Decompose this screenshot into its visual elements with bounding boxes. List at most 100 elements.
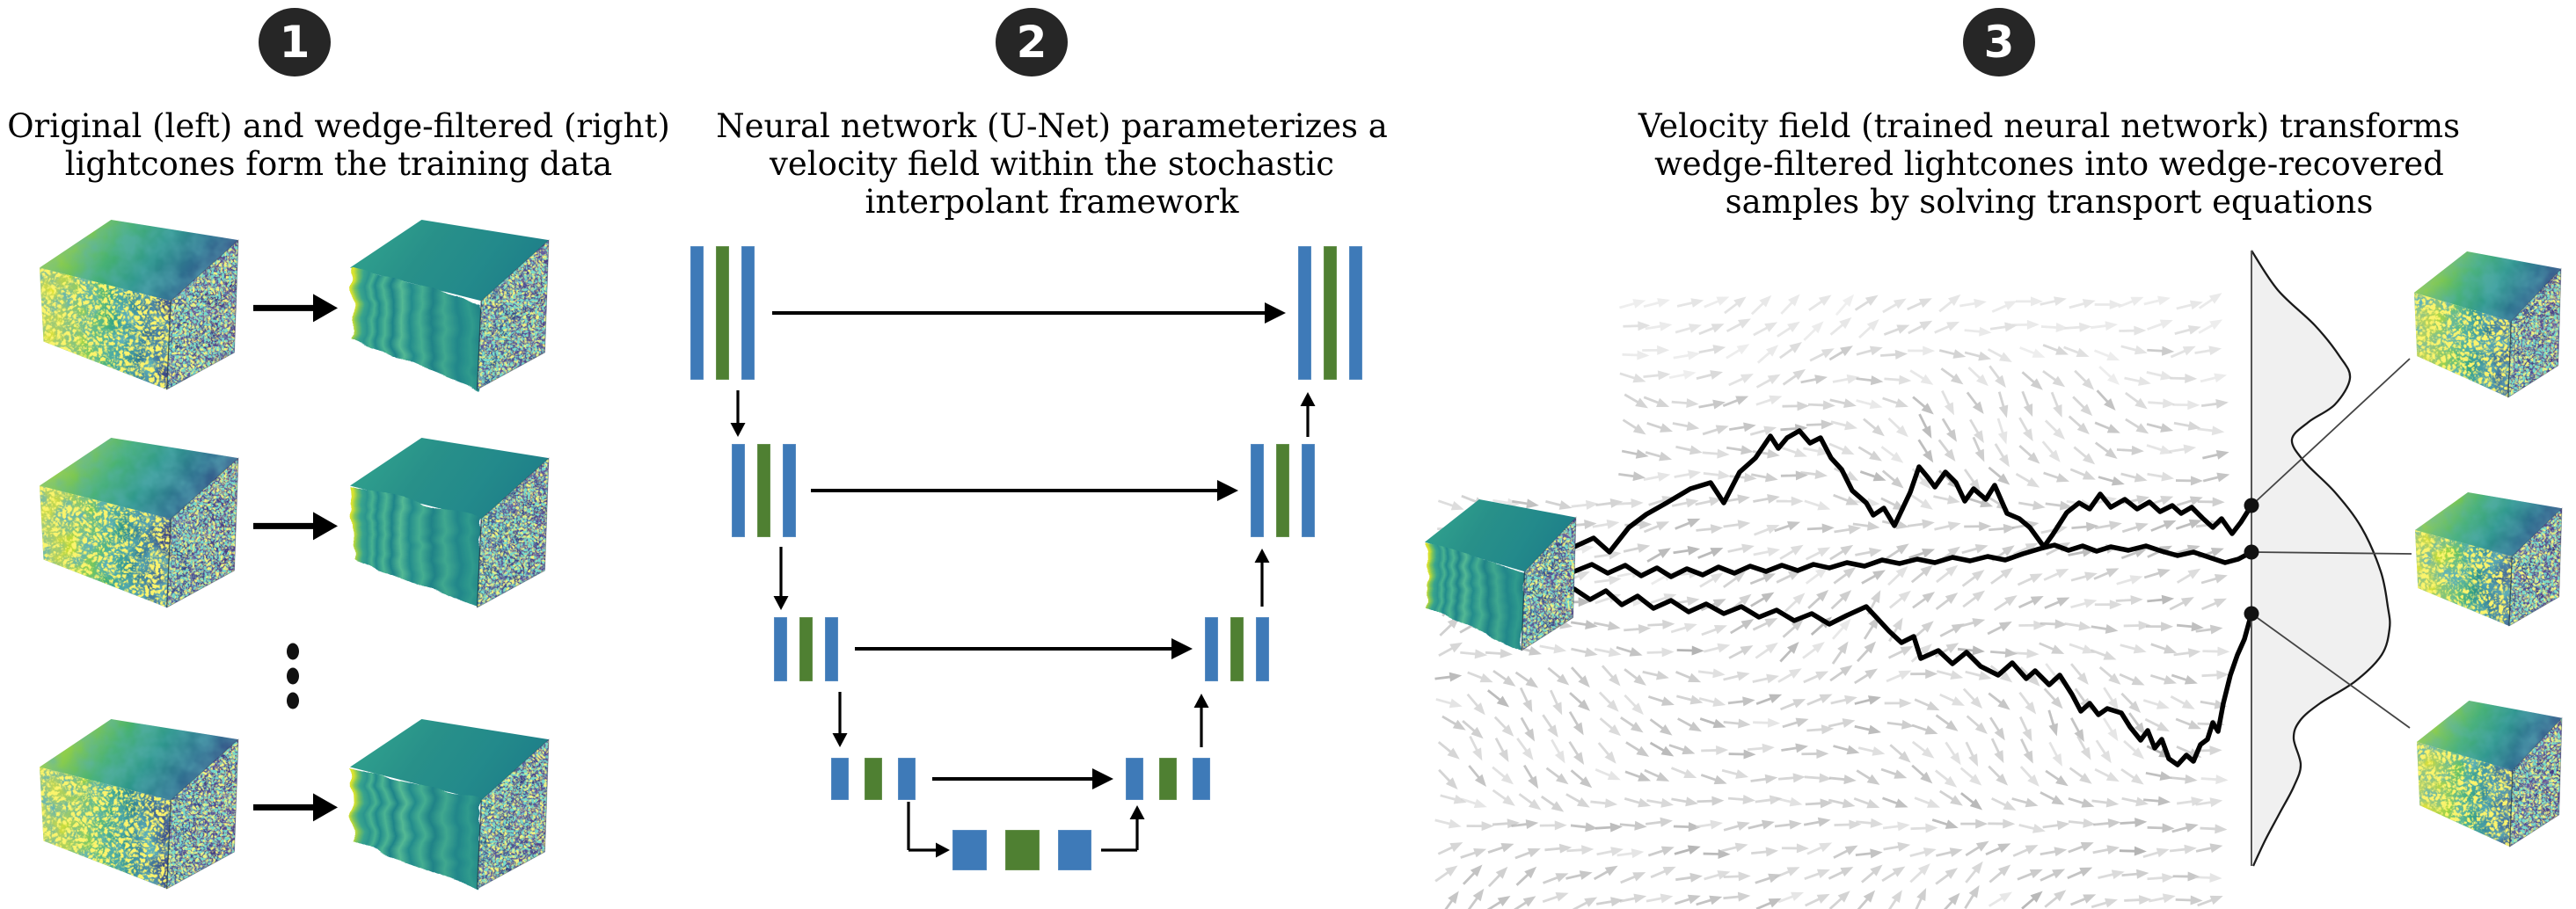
quiver-arrow — [1938, 349, 1967, 359]
quiver-arrow — [1774, 521, 1801, 533]
quiver-arrow — [1969, 418, 1984, 444]
quiver-arrow — [1646, 893, 1674, 904]
quiver-arrow — [1570, 769, 1593, 789]
unet-bar — [715, 245, 730, 381]
quiver-arrow — [2094, 441, 2118, 460]
quiver-arrow — [2019, 346, 2046, 358]
quiver-arrow — [1650, 866, 1676, 879]
quiver-arrow — [1571, 499, 1599, 510]
quiver-arrow — [1881, 469, 1904, 489]
quiver-arrow — [2068, 818, 2096, 828]
quiver-arrow — [2018, 824, 2046, 833]
quiver-arrow — [1539, 820, 1567, 831]
quiver-arrow — [1962, 590, 1986, 608]
quiver-arrow — [1646, 647, 1675, 658]
quiver-arrow — [1434, 818, 1462, 829]
sample-connector-line — [2251, 613, 2411, 729]
lightcone-cube-original — [40, 719, 239, 890]
quiver-arrow — [2064, 621, 2092, 631]
unet-bar — [690, 245, 704, 381]
quiver-arrow — [1723, 671, 1750, 681]
quiver-arrow — [2044, 419, 2066, 440]
quiver-arrow — [1967, 366, 1989, 387]
quiver-arrow — [1987, 621, 2012, 636]
quiver-arrow — [1858, 319, 1879, 339]
quiver-arrow — [2147, 471, 2175, 482]
quiver-arrow — [1753, 547, 1781, 557]
unet-skip-arrow — [772, 302, 1286, 324]
quiver-arrow — [2147, 345, 2175, 356]
quiver-arrow — [2124, 376, 2151, 386]
quiver-arrow — [1570, 822, 1598, 833]
quiver-arrow — [2169, 844, 2197, 854]
quiver-arrow — [1777, 891, 1805, 904]
quiver-arrow — [2048, 741, 2062, 767]
quiver-arrow — [1886, 670, 1912, 683]
quiver-arrow — [1831, 618, 1851, 640]
quiver-arrow — [2043, 687, 2063, 709]
quiver-arrow — [2200, 774, 2229, 785]
quiver-arrow — [2143, 796, 2171, 806]
quiver-arrow — [2072, 396, 2093, 417]
quiver-arrow — [1914, 698, 1940, 711]
quiver-arrow — [1856, 345, 1883, 356]
quiver-arrow — [2120, 548, 2148, 560]
quiver-arrow — [1551, 738, 1565, 764]
quiver-arrow — [1493, 716, 1514, 737]
mapping-arrow — [253, 512, 338, 541]
quiver-arrow — [2067, 867, 2093, 880]
quiver-arrow — [1964, 326, 1992, 337]
quiver-arrow — [2175, 717, 2201, 730]
unet-up-arrow — [1254, 549, 1270, 607]
quiver-arrow — [1959, 298, 1987, 309]
quiver-arrow — [1828, 442, 1855, 455]
sample-connector-line — [2251, 551, 2412, 555]
quiver-arrow — [1808, 295, 1832, 311]
endpoint-dot — [2244, 498, 2259, 513]
quiver-arrow — [1829, 398, 1857, 409]
quiver-arrow — [1962, 687, 1983, 709]
quiver-arrow — [1647, 695, 1675, 706]
quiver-arrow — [1941, 418, 1957, 442]
quiver-arrow — [1723, 871, 1751, 882]
quiver-arrow — [1909, 847, 1937, 857]
unet-down-arrow — [832, 692, 848, 747]
quiver-arrow — [1460, 847, 1487, 859]
quiver-arrow — [1434, 865, 1458, 883]
quiver-arrow — [1726, 445, 1754, 455]
quiver-arrow — [1699, 717, 1726, 729]
unet-up-arrow — [1300, 392, 1316, 437]
quiver-arrow — [1917, 439, 1934, 463]
unet-bar — [1323, 245, 1338, 381]
quiver-arrow — [1676, 645, 1704, 656]
quiver-arrow — [1594, 768, 1621, 781]
unet-block-level2-decoder — [1250, 443, 1316, 538]
quiver-arrow — [2098, 476, 2125, 486]
unet-block-level4-encoder — [830, 757, 916, 801]
quiver-arrow — [2200, 398, 2229, 409]
quiver-arrow — [1779, 641, 1799, 663]
quiver-arrow — [1755, 395, 1783, 406]
quiver-arrow — [2120, 644, 2147, 654]
quiver-arrow — [1721, 768, 1749, 779]
lightcone-cube-wedge-filtered — [350, 719, 550, 890]
quiver-arrow — [1889, 744, 1911, 763]
quiver-arrow — [1539, 644, 1567, 654]
quiver-arrow — [1703, 848, 1731, 859]
unet-block-level2-encoder — [731, 443, 797, 538]
quiver-arrow — [2041, 440, 2061, 462]
quiver-arrow — [1805, 567, 1828, 585]
training-pair-row — [40, 719, 550, 890]
quiver-arrow — [1939, 623, 1965, 637]
quiver-arrow — [2068, 415, 2090, 435]
input-cube-wedge-filtered — [1425, 499, 1577, 651]
quiver-arrow — [1618, 471, 1646, 482]
quiver-arrow — [2094, 300, 2122, 310]
endpoint-dot — [2244, 606, 2259, 622]
quiver-arrow — [2176, 496, 2203, 507]
quiver-arrow — [1988, 765, 2009, 786]
quiver-arrow — [1441, 891, 1459, 909]
quiver-arrow — [1646, 817, 1673, 827]
velocity-field-quiver — [1434, 293, 2230, 909]
quiver-arrow — [2173, 420, 2201, 431]
